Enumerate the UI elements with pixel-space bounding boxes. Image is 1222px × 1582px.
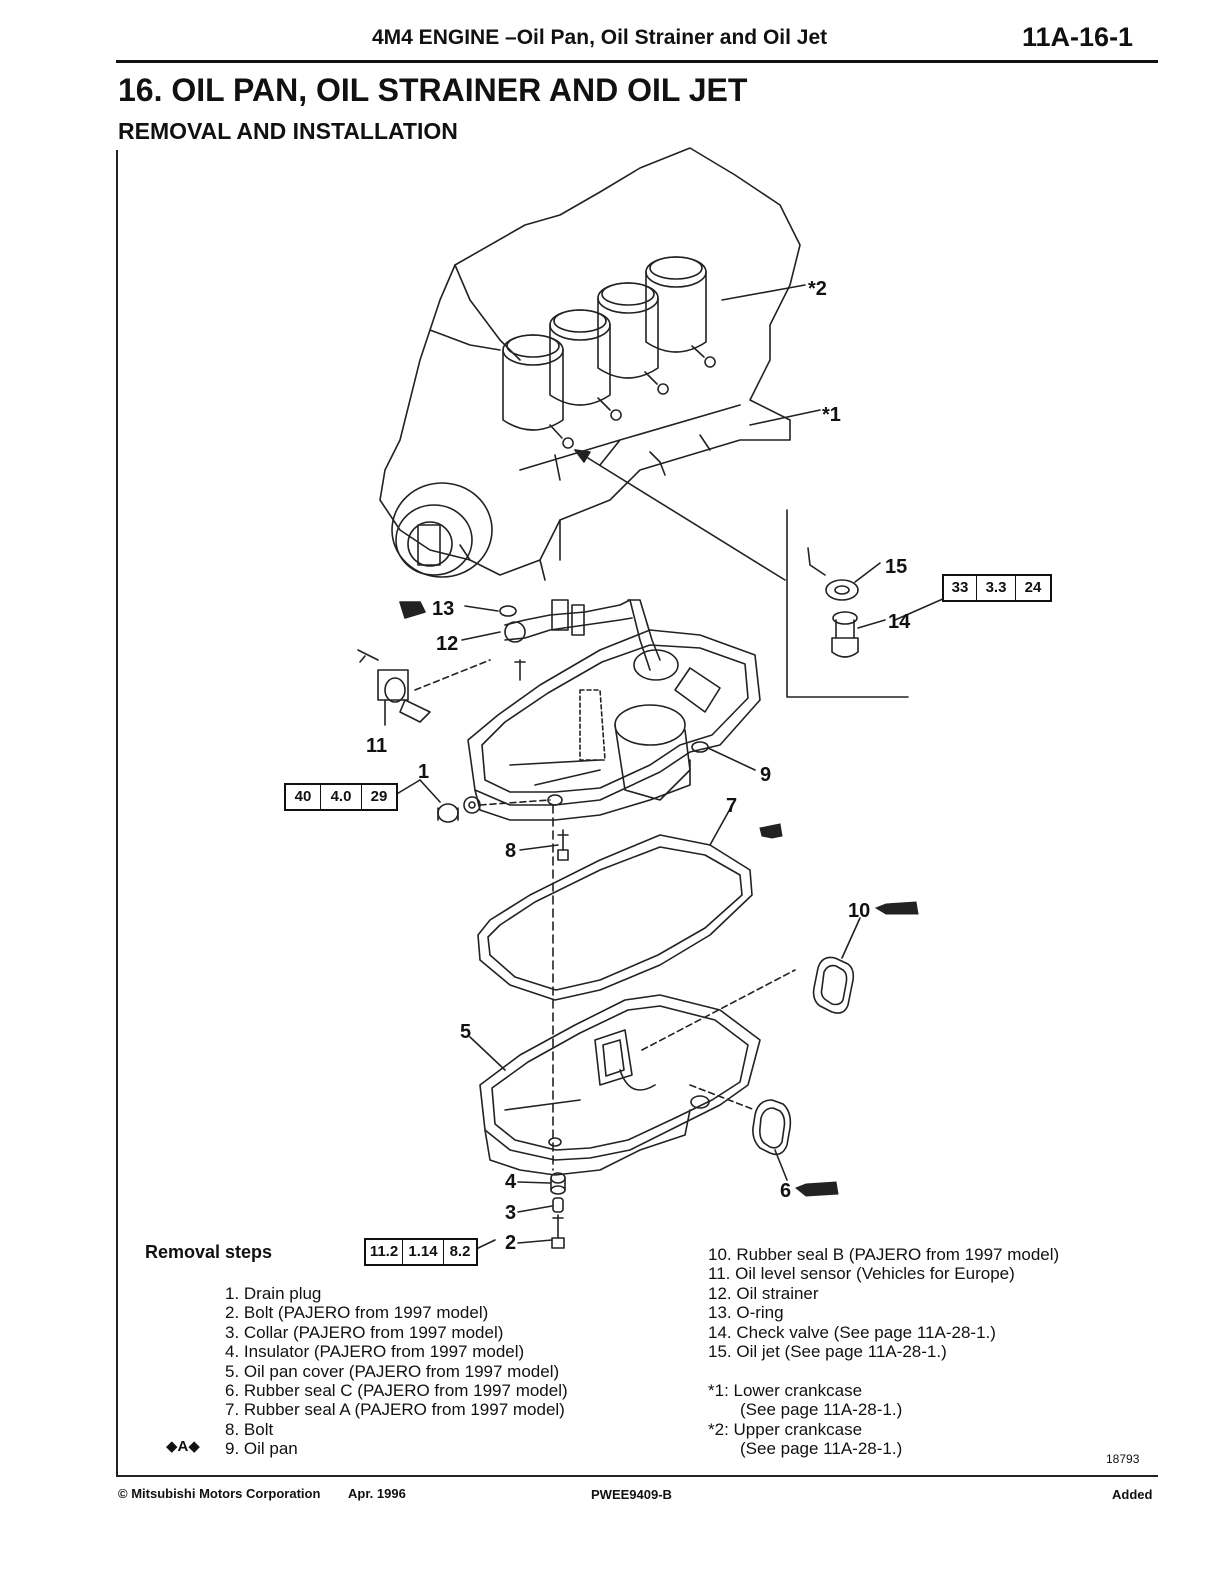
- callout-14: 14: [888, 611, 911, 633]
- callout-4: 4: [505, 1171, 517, 1193]
- callout-11: 11: [366, 735, 388, 757]
- torque-ftlbf: 24: [1015, 576, 1050, 600]
- callout-lower-crankcase: *1: [822, 404, 841, 426]
- footer-status: Added: [1112, 1487, 1153, 1502]
- list-item: 12. Oil strainer: [708, 1283, 819, 1303]
- installation-marker: ◆A◆: [166, 1438, 200, 1455]
- torque-nm: 11.2: [369, 1243, 399, 1260]
- callout-5: 5: [460, 1021, 472, 1043]
- callout-15: 15: [885, 556, 908, 578]
- torque-spec-drain-plug: 40 4.0 29: [284, 783, 398, 811]
- callout-9: 9: [760, 764, 772, 786]
- callout-10: 10: [848, 900, 871, 922]
- list-item: 10. Rubber seal B (PAJERO from 1997 mode…: [708, 1245, 1060, 1264]
- removal-steps-left-list: 1. Drain plug 2. Bolt (PAJERO from 1997 …: [225, 1284, 568, 1459]
- callout-1: 1: [418, 761, 430, 783]
- footer-date: Apr. 1996: [348, 1486, 406, 1501]
- footer-publication-code: PWEE9409-B: [591, 1487, 672, 1502]
- list-item: 15. Oil jet (See page 11A-28-1.): [708, 1341, 947, 1361]
- list-item: 6. Rubber seal C (PAJERO from 1997 model…: [225, 1380, 568, 1400]
- torque-spec-bolt: 11.2 1.14 8.2: [364, 1238, 478, 1266]
- list-item: 1. Drain plug: [225, 1284, 322, 1303]
- callout-2: 2: [505, 1232, 517, 1254]
- section-subtitle: REMOVAL AND INSTALLATION: [118, 118, 458, 144]
- list-item: 4. Insulator (PAJERO from 1997 model): [225, 1342, 525, 1362]
- list-item: 11. Oil level sensor (Vehicles for Europ…: [708, 1264, 1015, 1284]
- torque-nm: 40: [294, 788, 312, 805]
- torque-ftlbf: 8.2: [443, 1240, 476, 1264]
- note-line: (See page 11A-28-1.): [740, 1439, 903, 1459]
- callout-6: 6: [780, 1180, 792, 1202]
- list-item: 7. Rubber seal A (PAJERO from 1997 model…: [225, 1400, 565, 1420]
- callout-8: 8: [505, 840, 517, 862]
- note-line: *1: Lower crankcase: [708, 1381, 863, 1400]
- torque-ftlbf: 29: [361, 785, 396, 809]
- note-line: *2: Upper crankcase: [708, 1419, 863, 1439]
- callout-13: 13: [432, 598, 455, 620]
- torque-kgfm: 3.3: [976, 576, 1015, 600]
- header-rule: [116, 60, 1158, 63]
- list-item: 14. Check valve (See page 11A-28-1.): [708, 1322, 996, 1342]
- oil-pan-cover-drawing: [480, 995, 760, 1175]
- oil-pan-drawing: [468, 630, 760, 820]
- callout-3: 3: [505, 1202, 517, 1224]
- sealant-tube-icon: [876, 902, 918, 914]
- callout-12: 12: [436, 633, 459, 655]
- removal-steps-right-list: 10. Rubber seal B (PAJERO from 1997 mode…: [708, 1245, 1059, 1361]
- removal-steps-heading: Removal steps: [145, 1242, 273, 1262]
- torque-nm: 33: [951, 579, 969, 596]
- figure-number: 18793: [1106, 1452, 1140, 1466]
- list-item: 8. Bolt: [225, 1419, 274, 1439]
- callout-upper-crankcase: *2: [808, 278, 827, 300]
- sealant-tube-icon: [796, 1182, 838, 1196]
- crankcase-notes: *1: Lower crankcase (See page 11A-28-1.)…: [708, 1381, 902, 1459]
- cylinder-drawings: [503, 257, 715, 448]
- list-item: 3. Collar (PAJERO from 1997 model): [225, 1322, 504, 1342]
- frame-bottom-rule: [116, 1475, 1158, 1477]
- torque-kgfm: 4.0: [320, 785, 361, 809]
- section-title: 16. OIL PAN, OIL STRAINER AND OIL JET: [118, 72, 748, 108]
- footer-copyright: © Mitsubishi Motors Corporation: [118, 1486, 321, 1501]
- engine-block-drawing: [380, 148, 800, 580]
- list-item: 5. Oil pan cover (PAJERO from 1997 model…: [225, 1361, 560, 1381]
- header-page-code: 11A-16-1: [1022, 22, 1134, 52]
- list-item: 2. Bolt (PAJERO from 1997 model): [225, 1303, 489, 1323]
- note-line: (See page 11A-28-1.): [740, 1400, 903, 1420]
- torque-kgfm: 1.14: [402, 1240, 443, 1264]
- list-item: 13. O-ring: [708, 1303, 784, 1323]
- torque-spec-check-valve: 33 3.3 24: [942, 574, 1052, 602]
- list-item: 9. Oil pan: [225, 1439, 298, 1459]
- header-title: 4M4 ENGINE –Oil Pan, Oil Strainer and Oi…: [372, 26, 828, 49]
- sealant-tube-icon: [760, 824, 782, 838]
- frame-left-rule: [116, 150, 118, 1476]
- callout-7: 7: [726, 795, 738, 817]
